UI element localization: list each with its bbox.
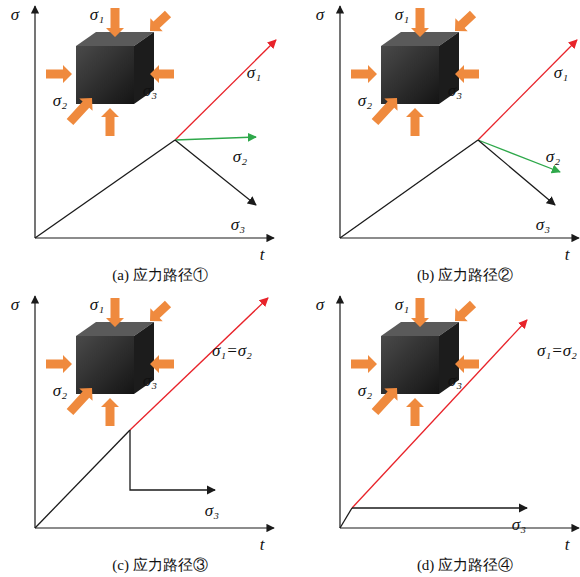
axis-label: t bbox=[565, 246, 570, 263]
load-arrow bbox=[411, 8, 429, 37]
axis-label: σ bbox=[11, 296, 19, 313]
panel bbox=[35, 6, 276, 238]
stress-line bbox=[130, 430, 215, 490]
load-arrow bbox=[411, 298, 429, 327]
panel-caption: (b) 应力路径② bbox=[417, 268, 513, 283]
stress-line bbox=[339, 6, 340, 238]
load-arrow bbox=[455, 355, 479, 373]
stress-label: σ₃ bbox=[143, 372, 157, 389]
stress-label: σ₃ bbox=[448, 372, 462, 389]
stress-label: σ₃ bbox=[512, 516, 526, 533]
stress-line bbox=[340, 237, 579, 238]
stress-line bbox=[352, 507, 527, 508]
stress-label: σ₃ bbox=[143, 82, 157, 99]
panel-caption: (d) 应力路径④ bbox=[417, 558, 513, 573]
axis-label: t bbox=[260, 246, 265, 263]
load-arrow bbox=[46, 355, 72, 373]
stress-line bbox=[478, 40, 577, 140]
stress-label: σ₁ bbox=[554, 64, 568, 81]
stress-label: σ₁ bbox=[395, 296, 409, 313]
stress-line bbox=[35, 237, 274, 238]
stress-line bbox=[175, 140, 256, 205]
stress-line bbox=[34, 6, 35, 238]
load-arrow bbox=[150, 355, 174, 373]
panel bbox=[340, 6, 579, 238]
load-arrow bbox=[63, 382, 98, 418]
load-arrow bbox=[455, 65, 479, 83]
stress-line bbox=[339, 296, 340, 528]
stress-label: σ₂ bbox=[53, 382, 67, 399]
panel bbox=[340, 296, 579, 528]
stress-line bbox=[478, 140, 555, 205]
cube-front bbox=[76, 336, 134, 394]
load-arrow bbox=[46, 65, 72, 83]
stress-line bbox=[352, 320, 527, 508]
stress-line bbox=[35, 430, 130, 528]
load-arrow bbox=[63, 92, 98, 128]
load-arrow bbox=[106, 298, 124, 327]
stress-label: σ₁ bbox=[247, 64, 261, 81]
axis-label: σ bbox=[11, 6, 19, 23]
stress-line bbox=[340, 140, 478, 238]
load-arrow bbox=[368, 382, 403, 418]
stress-label: σ₂ bbox=[53, 92, 67, 109]
stress-line bbox=[340, 527, 579, 528]
stress-label: σ₂ bbox=[546, 148, 560, 165]
stress-label: σ₂ bbox=[358, 92, 372, 109]
load-arrow bbox=[101, 398, 119, 426]
stress-label: σ₃ bbox=[448, 82, 462, 99]
load-arrow bbox=[351, 65, 377, 83]
stress-line bbox=[35, 527, 274, 528]
stress-line bbox=[35, 140, 175, 238]
stress-label: σ₃ bbox=[205, 502, 219, 519]
stress-line bbox=[175, 40, 276, 140]
load-arrow bbox=[351, 355, 377, 373]
axis-label: σ bbox=[316, 6, 324, 23]
stress-label: σ₁=σ₂ bbox=[537, 342, 577, 359]
stress-label: σ₂ bbox=[233, 148, 247, 165]
axis-label: t bbox=[260, 536, 265, 553]
cube-front bbox=[381, 46, 439, 104]
stress-label: σ₁ bbox=[90, 6, 104, 23]
axis-label: σ bbox=[316, 296, 324, 313]
stress-line bbox=[34, 296, 35, 528]
stress-label: σ₃ bbox=[231, 216, 245, 233]
stress-label: σ₁=σ₂ bbox=[212, 342, 252, 359]
axis-label: t bbox=[565, 536, 570, 553]
stress-label: σ₁ bbox=[395, 6, 409, 23]
load-arrow bbox=[368, 92, 403, 128]
cube-front bbox=[381, 336, 439, 394]
load-arrow bbox=[101, 108, 119, 136]
load-arrow bbox=[150, 65, 174, 83]
panel-caption: (c) 应力路径③ bbox=[112, 558, 207, 573]
load-arrow bbox=[106, 8, 124, 37]
stress-line bbox=[340, 508, 352, 528]
stress-label: σ₃ bbox=[536, 216, 550, 233]
panel bbox=[35, 296, 274, 528]
stress-line bbox=[130, 298, 268, 430]
stress-line bbox=[478, 140, 560, 172]
stress-line bbox=[175, 137, 256, 140]
stress-label: σ₁ bbox=[90, 296, 104, 313]
stress-label: σ₂ bbox=[358, 382, 372, 399]
load-arrow bbox=[406, 398, 424, 426]
panel-caption: (a) 应力路径① bbox=[112, 268, 207, 283]
cube-front bbox=[76, 46, 134, 104]
load-arrow bbox=[406, 108, 424, 136]
